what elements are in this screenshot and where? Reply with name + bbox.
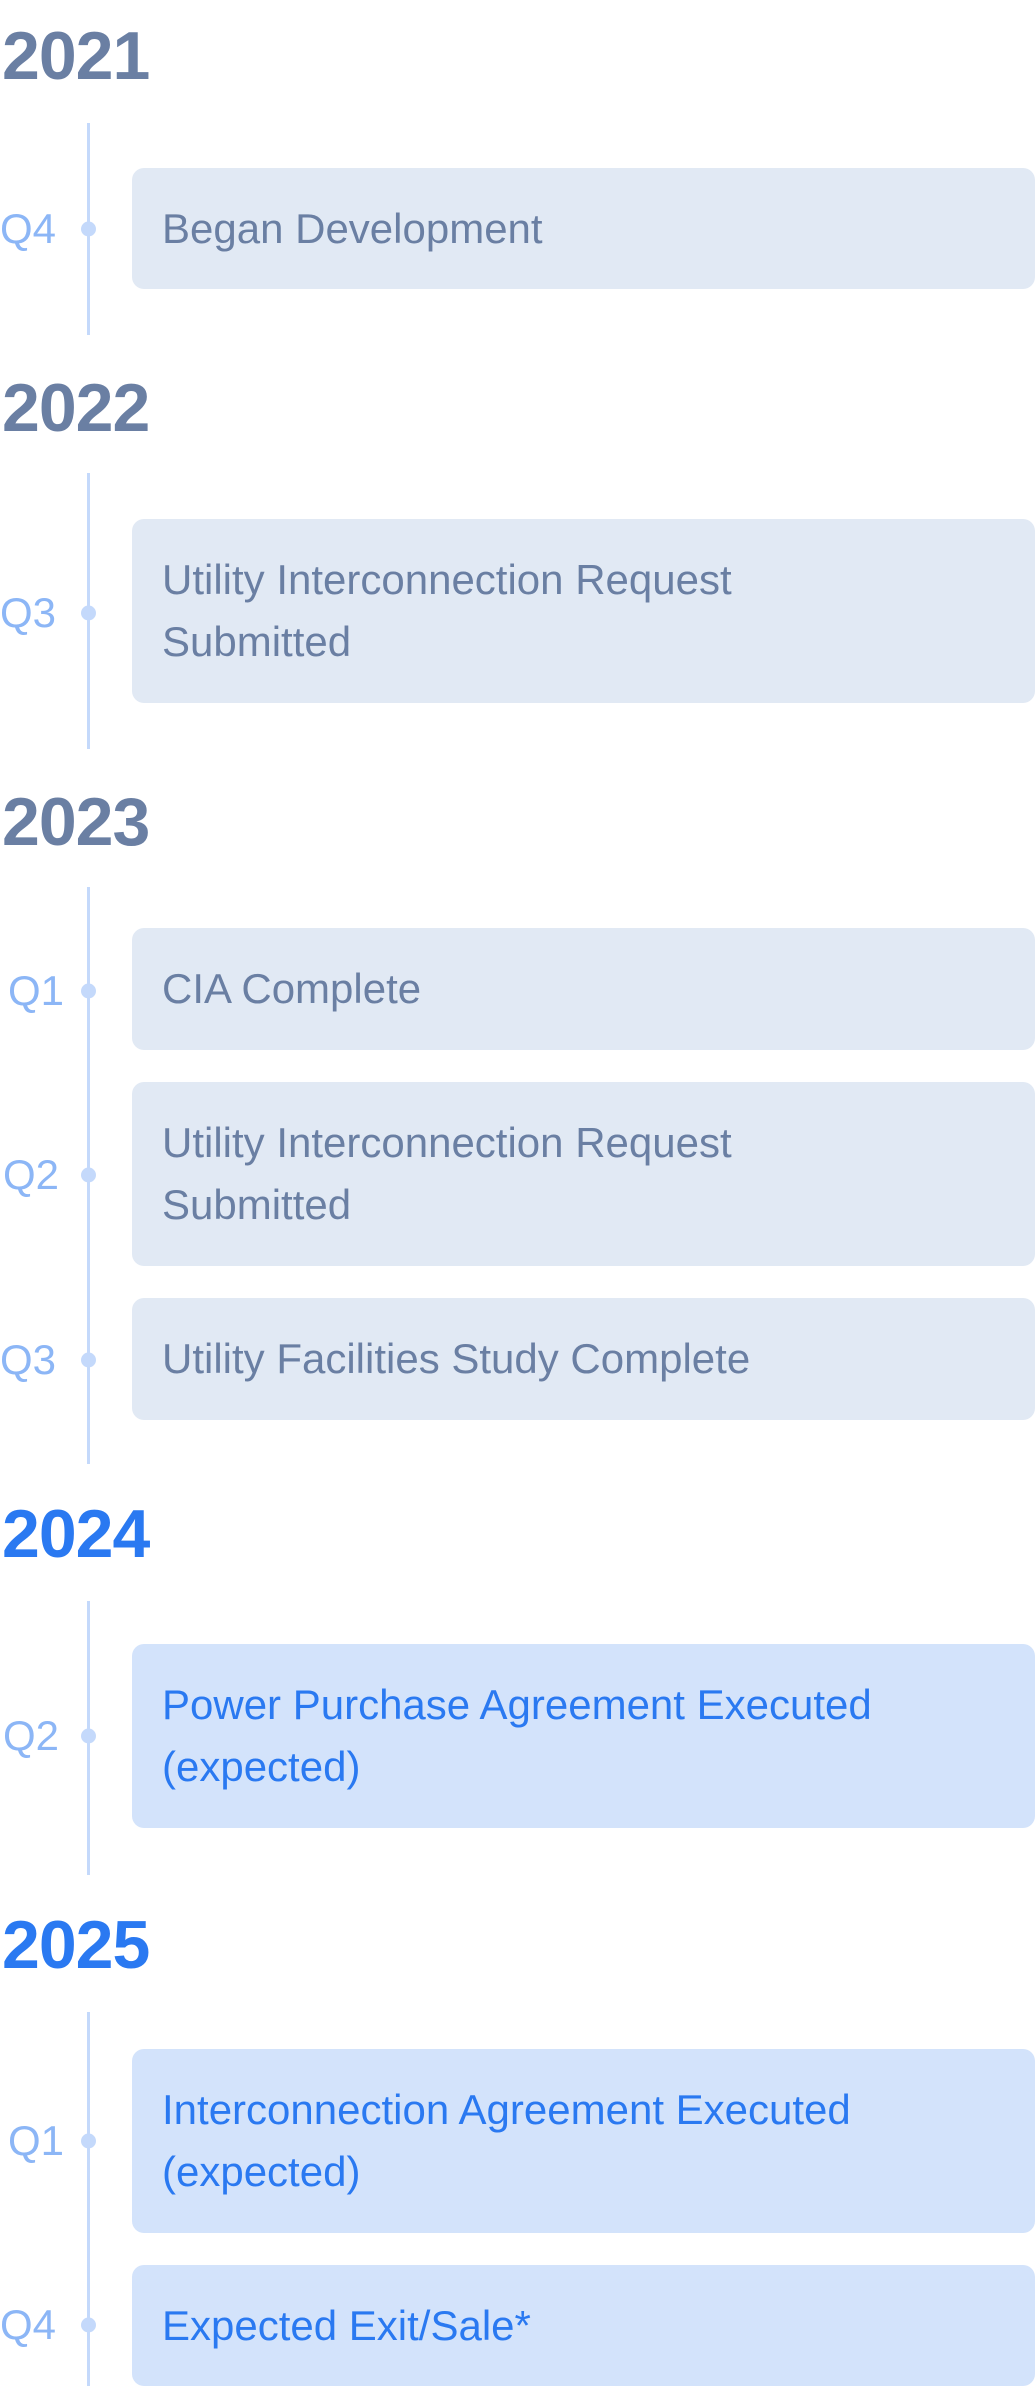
quarter-label: Q4 [0, 2301, 57, 2348]
milestone-card: Utility Facilities Study Complete [132, 1298, 1035, 1420]
milestone-label: Expected Exit/Sale* [162, 2301, 531, 2349]
year-heading-2023: 2023 [2, 784, 150, 860]
milestone-label: Began Development [162, 204, 543, 252]
year-heading-2025: 2025 [2, 1907, 150, 1983]
timeline-dot [81, 2317, 96, 2333]
milestone-label: Utility Interconnection Request Submitte… [162, 556, 732, 665]
milestone-label: CIA Complete [162, 965, 422, 1012]
timeline-dot [81, 605, 96, 621]
year-heading-2024: 2024 [2, 1496, 150, 1572]
timeline-dot [81, 1352, 96, 1368]
milestone-label: Interconnection Agreement Executed (expe… [162, 2086, 851, 2195]
year-heading-2022: 2022 [2, 370, 150, 446]
quarter-label: Q4 [0, 205, 57, 252]
timeline-dot [81, 1167, 96, 1183]
milestone-card: Expected Exit/Sale* [132, 2265, 1035, 2386]
timeline-dot [81, 983, 96, 999]
timeline-dot [81, 221, 96, 237]
timeline-dot [81, 1728, 96, 1744]
quarter-label: Q3 [0, 1336, 57, 1383]
milestone-card: Power Purchase Agreement Executed (expec… [132, 1644, 1035, 1828]
quarter-label: Q1 [8, 2117, 65, 2164]
milestone-card: Utility Interconnection Request Submitte… [132, 1082, 1035, 1266]
timeline-dot [81, 2133, 96, 2149]
quarter-label: Q1 [8, 967, 65, 1014]
quarter-label: Q3 [0, 589, 57, 636]
milestone-card: Utility Interconnection Request Submitte… [132, 519, 1035, 703]
quarter-label: Q2 [3, 1712, 60, 1759]
milestone-label: Utility Interconnection Request Submitte… [162, 1119, 732, 1228]
milestone-label: Power Purchase Agreement Executed (expec… [162, 1681, 872, 1790]
milestone-card: Began Development [132, 168, 1035, 289]
year-heading-2021: 2021 [2, 18, 150, 94]
quarter-label: Q2 [3, 1151, 60, 1198]
milestone-card: Interconnection Agreement Executed (expe… [132, 2049, 1035, 2233]
milestone-card: CIA Complete [132, 928, 1035, 1050]
timeline-line [87, 2012, 90, 2386]
milestone-label: Utility Facilities Study Complete [162, 1335, 751, 1382]
